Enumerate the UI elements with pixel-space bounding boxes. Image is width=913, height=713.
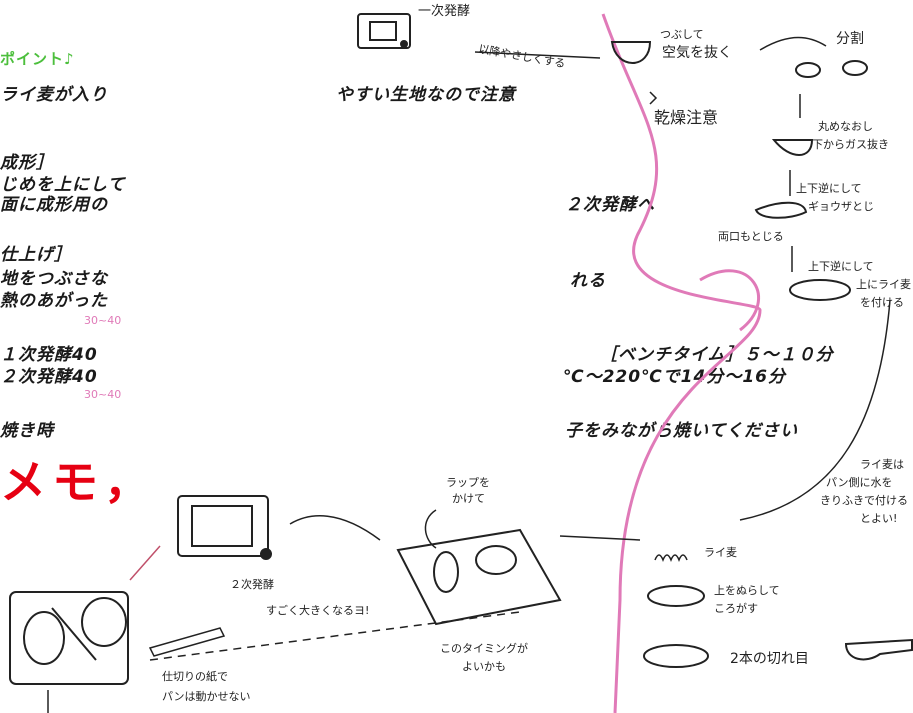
knife-icon	[844, 638, 913, 661]
label-rye: ライ麦	[704, 546, 737, 559]
label-both-close: 両口もとじる	[718, 230, 784, 243]
bowl-icon	[610, 41, 652, 64]
long-dough	[789, 279, 851, 301]
bake-time-left: 焼き時	[0, 421, 54, 441]
tray-loaf-b	[475, 545, 517, 575]
paper-sheet	[148, 627, 226, 657]
arrow-gentle	[474, 51, 601, 59]
label-round-1: 丸めなおし	[818, 120, 873, 133]
bake-note: 子をみながら焼いてください	[565, 421, 798, 441]
pink-flow-line	[601, 13, 762, 713]
label-timing-1: このタイミングが	[440, 642, 528, 655]
finish-heading: 仕上げ］	[0, 245, 72, 265]
rye-squiggle	[654, 554, 688, 563]
finish-line1: 地をつぶさな	[0, 269, 108, 289]
divider-paper	[51, 607, 97, 661]
label-flip-top-1: 上下逆にして	[808, 260, 874, 273]
label-rye-note-2: パン側に水を	[826, 476, 893, 489]
arrow-left-wrap	[559, 535, 641, 541]
label-wet-2: ころがす	[714, 602, 758, 615]
board-loaf-b	[81, 597, 127, 647]
shaping-heading: 成形］	[0, 153, 54, 173]
label-wrap-1: ラップを	[446, 476, 490, 489]
finish-line2: 熱のあがった	[0, 291, 108, 311]
rounded-dough	[771, 139, 814, 156]
label-flip-2: ギョウザとじ	[808, 200, 874, 213]
tray-loaf-a	[433, 551, 459, 593]
pink-flow-loop	[699, 269, 760, 332]
label-press-2: 空気を抜く	[662, 45, 732, 61]
oven-top-icon	[357, 13, 411, 49]
label-divider-2: パンは動かせない	[162, 690, 251, 703]
shaping-line2: 面に成形用の	[0, 195, 108, 215]
line1-right: やすい生地なので注意	[336, 85, 516, 105]
label-big-rise: すごく大きくなるヨ!	[266, 604, 370, 617]
wrap-arrow	[424, 509, 437, 549]
bake-temp: ℃～220℃で14分～16分	[563, 367, 786, 387]
second-ferment-time: ２次発酵40	[0, 367, 98, 387]
label-flip-1: 上下逆にして	[796, 182, 862, 195]
label-flip-top-3: を付ける	[860, 296, 904, 309]
label-rye-note-4: とよい!	[860, 512, 898, 525]
label-round-2: 下からガス抜き	[812, 138, 889, 151]
finish-right: れる	[570, 271, 606, 291]
label-wrap-2: かけて	[452, 492, 485, 505]
label-flip-top-2: 上にライ麦	[856, 278, 911, 291]
label-first-ferment: 一次発酵	[418, 4, 471, 19]
cut-dough	[643, 644, 709, 668]
temp-note-1: 30~40	[84, 314, 122, 327]
dough-piece-a	[795, 62, 821, 78]
arrow-to-oven	[289, 515, 381, 541]
first-ferment-time: １次発酵40	[0, 345, 98, 365]
oven-bottom-icon	[177, 495, 272, 560]
shaping-line1: じめを上にして	[0, 175, 126, 195]
gyoza-dough	[754, 201, 808, 219]
line1-left: ライ麦が入り	[0, 85, 108, 105]
dashed-timing-line	[149, 611, 521, 661]
dough-piece-b	[842, 60, 868, 76]
board-loaf-a	[23, 611, 65, 665]
small-star	[649, 91, 658, 105]
point-heading: ポイント♪	[0, 50, 75, 68]
arrow-divide	[759, 36, 827, 51]
label-two-cuts: 2本の切れ目	[730, 651, 809, 667]
wet-dough	[647, 585, 705, 607]
label-divide: 分割	[836, 31, 864, 47]
tray-icon	[396, 528, 562, 626]
label-dry-caution: 乾燥注意	[654, 108, 719, 127]
arrow-to-board	[129, 545, 161, 581]
label-rye-note-1: ライ麦は	[860, 458, 904, 471]
label-second-ferment: ２次発酵	[230, 578, 274, 591]
label-wet-1: 上をぬらして	[714, 584, 780, 597]
label-timing-2: よいかも	[462, 660, 506, 673]
baking-board	[9, 591, 129, 685]
label-rye-note-3: きりふきで付ける	[820, 494, 908, 507]
label-press-1: つぶして	[660, 28, 704, 41]
temp-note-2: 30~40	[84, 388, 122, 401]
shaping-right: ２次発酵へ	[565, 195, 655, 215]
arrow-rye-down	[739, 299, 891, 521]
memo-title: メモ，	[0, 455, 156, 509]
label-divider-1: 仕切りの紙で	[162, 670, 228, 683]
bench-time: ［ベンチタイム］５～１０分	[600, 345, 834, 365]
